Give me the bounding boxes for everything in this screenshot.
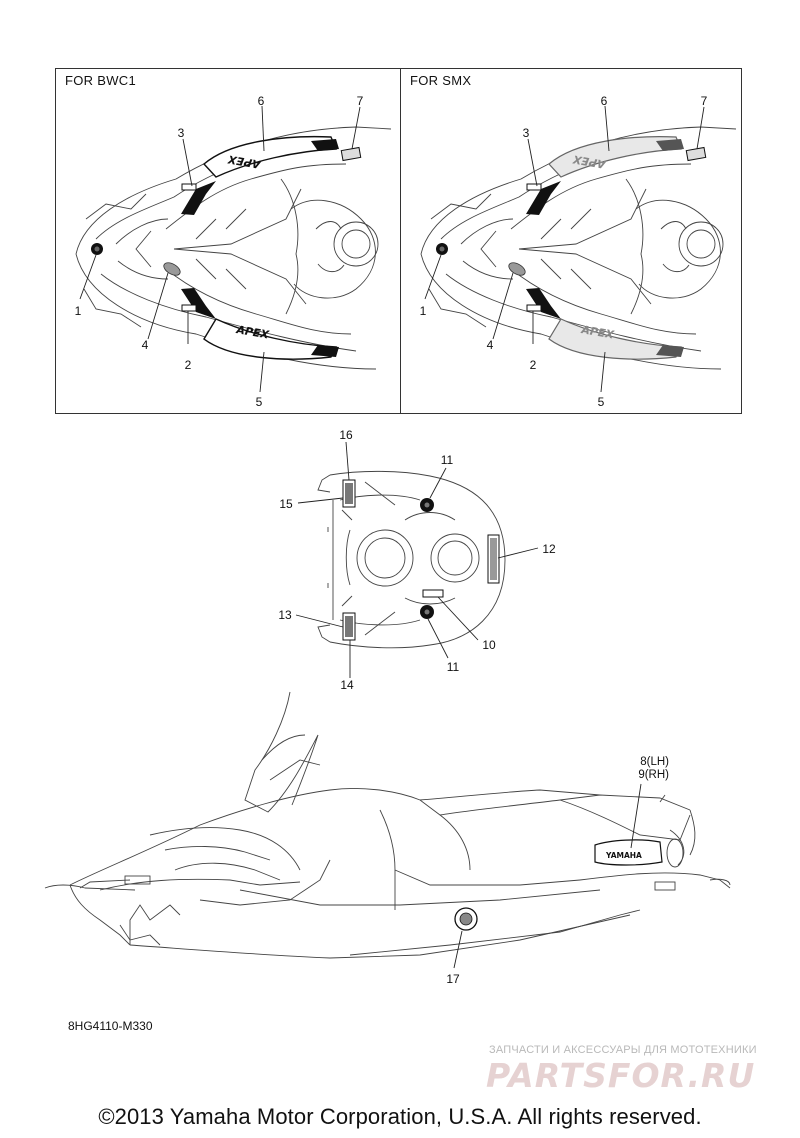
- hood-illustration-smx: APEX APEX: [420, 105, 737, 393]
- callout-15: 15: [279, 497, 293, 511]
- decal-oval: [508, 262, 526, 276]
- copyright-notice: ©2013 Yamaha Motor Corporation, U.S.A. A…: [98, 1104, 702, 1129]
- panel-bwc1: FOR BWC1: [55, 68, 401, 414]
- callout-5: 5: [255, 395, 263, 409]
- callout-6: 6: [257, 94, 265, 108]
- callout-17: 17: [446, 972, 460, 986]
- decal-yamaha-side: [594, 839, 663, 866]
- decal-15: [342, 479, 356, 508]
- decal-front-lower: [181, 288, 216, 319]
- callout-3: 3: [177, 126, 185, 140]
- decal-13: [342, 612, 356, 641]
- emblem-11-top: [420, 498, 434, 512]
- callout-5: 5: [597, 395, 605, 409]
- callout-4: 4: [486, 338, 494, 352]
- callout-16: 16: [339, 428, 353, 442]
- callout-11-bottom: 11: [446, 660, 460, 674]
- callout-2: 2: [184, 358, 192, 372]
- decal-17: [454, 907, 478, 931]
- decal-front-upper: [526, 181, 561, 215]
- callout-12: 12: [542, 542, 556, 556]
- panel-title-smx: FOR SMX: [410, 73, 472, 88]
- callout-2: 2: [529, 358, 537, 372]
- panel-title-bwc1: FOR BWC1: [65, 73, 137, 88]
- svg-text:APEX: APEX: [234, 323, 270, 342]
- callout-7: 7: [356, 94, 364, 108]
- panel-smx: FOR SMX APEX: [400, 68, 742, 414]
- decal-rear-plate: [685, 146, 707, 162]
- emblem-11-bottom: [420, 605, 434, 619]
- decal-10: [422, 589, 444, 598]
- watermark-logo: PARTSFOR.RU: [486, 1056, 756, 1095]
- hood-illustration-bwc1: APEX APEX: [75, 105, 392, 393]
- svg-text:APEX: APEX: [227, 152, 263, 171]
- decal-front-upper: [181, 181, 216, 215]
- watermark-tagline: ЗАПЧАСТИ И АКСЕССУАРЫ ДЛЯ МОТОТЕХНИКИ: [489, 1044, 757, 1056]
- callout-3: 3: [522, 126, 530, 140]
- callout-1: 1: [419, 304, 427, 318]
- callout-8: 8(LH): [640, 756, 669, 768]
- diagram-code: 8HG4110-M330: [68, 1019, 153, 1033]
- svg-text:YAMAHA: YAMAHA: [605, 851, 642, 860]
- svg-text:APEX: APEX: [579, 323, 615, 342]
- svg-text:APEX: APEX: [572, 152, 608, 171]
- callout-1: 1: [74, 304, 82, 318]
- decal-12: [487, 534, 500, 584]
- decal-front-lower: [526, 288, 561, 319]
- callout-9: 9(RH): [638, 769, 669, 781]
- callout-10: 10: [482, 638, 496, 652]
- callout-4: 4: [141, 338, 149, 352]
- callout-7: 7: [700, 94, 708, 108]
- callout-11-top: 11: [440, 453, 454, 467]
- callout-13: 13: [278, 608, 292, 622]
- callout-14: 14: [340, 678, 354, 692]
- decal-oval: [163, 262, 181, 276]
- decal-rear-plate: [340, 146, 362, 162]
- callout-6: 6: [600, 94, 608, 108]
